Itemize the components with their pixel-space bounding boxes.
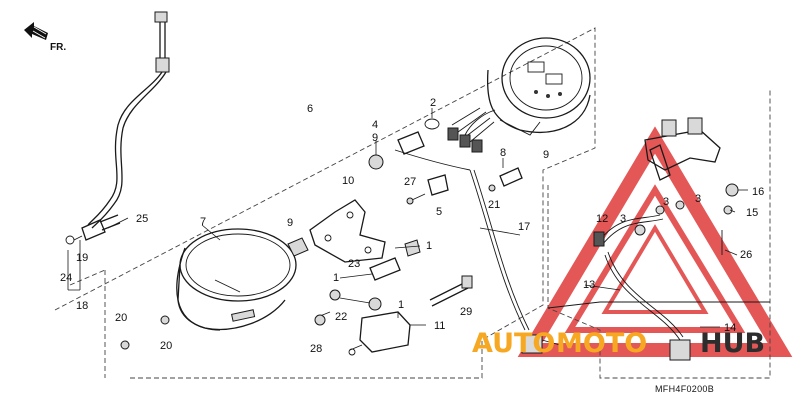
callout-28: 28 [310,343,322,355]
callout-14: 14 [724,322,736,334]
callout-6: 6 [307,103,313,115]
callout-29: 29 [460,306,472,318]
callout-1-mid: 1 [333,272,339,284]
speedometer-cable [65,11,170,245]
callout-9-upper: 9 [372,132,378,144]
callout-1-lower: 1 [398,299,404,311]
callout-7: 7 [200,216,206,228]
callout-labels: 6 4 9 2 9 8 10 27 5 21 17 7 9 1 23 1 1 2… [60,97,764,355]
watermark-logo-icon [517,126,793,357]
callout-9-meter: 9 [543,149,549,161]
watermark-auto: AUTO [472,328,555,359]
callout-20-lower: 20 [160,340,172,352]
leader-lines [67,108,748,328]
indicator-housing [644,117,739,255]
direction-label: FR. [50,42,66,53]
meter-assembly-outline [54,27,596,379]
callout-27: 27 [404,176,416,188]
callout-13: 13 [583,279,595,291]
grommets [287,237,421,311]
callout-15: 15 [746,207,758,219]
callout-4: 4 [372,119,378,131]
watermark-hub: HUB [700,328,765,359]
callout-12: 12 [596,213,608,225]
callout-8: 8 [500,147,506,159]
collar-and-bolts [120,257,473,350]
drawing-code: MFH4F0200B [655,384,714,394]
callout-3-right: 3 [695,193,701,205]
cable-group-outline [69,269,106,378]
callout-5: 5 [436,206,442,218]
callout-1-right: 1 [426,240,432,252]
callout-20-upper: 20 [115,312,127,324]
callout-9-grommet: 9 [287,217,293,229]
callout-22: 22 [335,311,347,323]
callout-21: 21 [488,199,500,211]
callout-18: 18 [76,300,88,312]
callout-11: 11 [434,320,445,332]
callout-3-left: 3 [620,213,626,225]
callout-17: 17 [518,221,530,233]
watermark-text: AUTO MOTO HUB [472,328,765,359]
callout-16: 16 [752,186,764,198]
harness-outline [547,90,771,379]
meter-case [176,228,297,331]
meter-bracket [309,199,386,263]
callout-10: 10 [342,175,354,187]
callout-26: 26 [740,249,752,261]
callout-3-mid: 3 [663,196,669,208]
combination-meter [464,37,591,136]
harness-group-line [547,301,770,309]
meter-wiring [394,107,561,354]
callout-24: 24 [60,272,72,284]
lower-bracket [348,311,411,356]
clamp-and-screws [406,167,523,205]
meter-harness [593,200,691,361]
callout-2: 2 [430,97,436,109]
callout-25: 25 [136,213,148,225]
front-direction-arrow-icon [24,22,48,40]
callout-23: 23 [348,258,360,270]
watermark-moto: MOTO [556,328,647,359]
bulb-sockets [368,118,440,170]
callout-19: 19 [76,252,88,264]
